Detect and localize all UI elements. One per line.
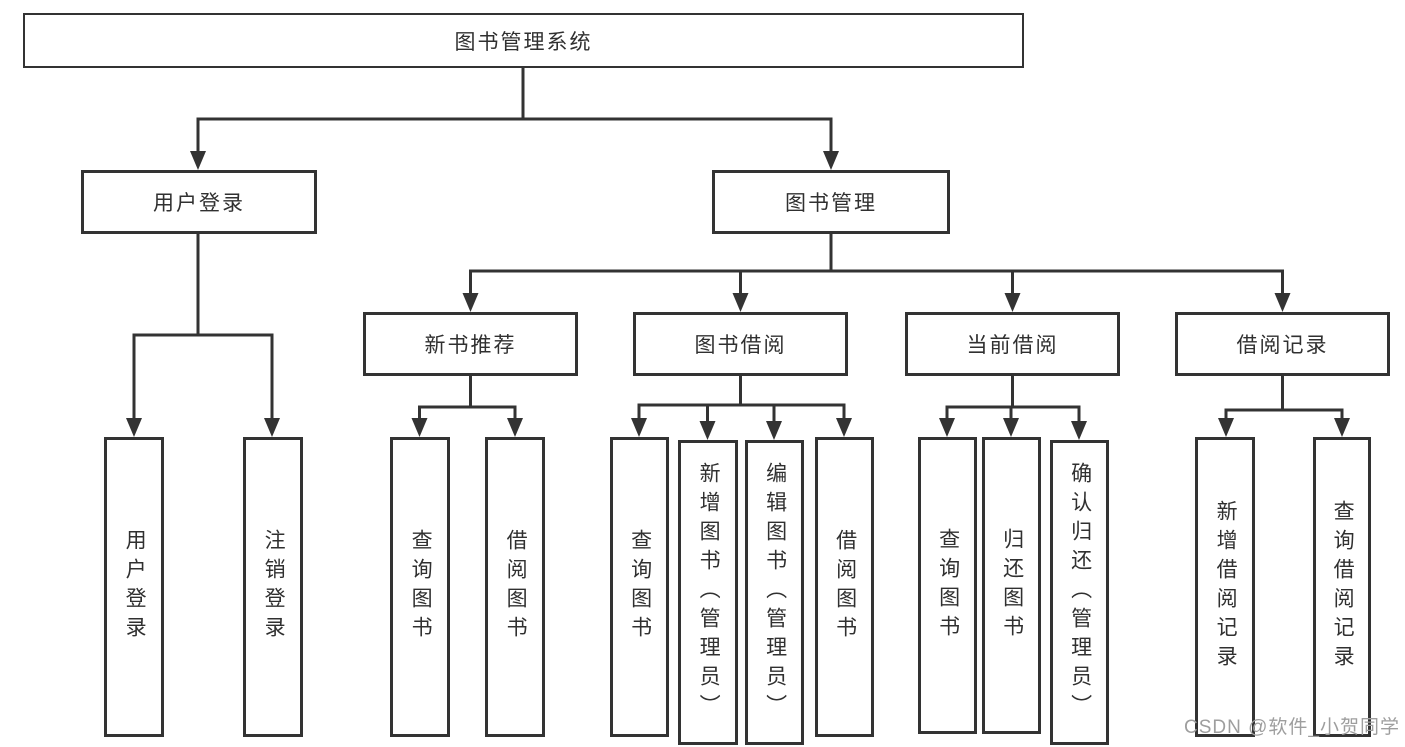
leaf-query-borrow-record: 查询借阅记录 (1313, 437, 1371, 737)
node-label: 新书推荐 (424, 334, 517, 357)
node-label: 归还图书 (1000, 527, 1024, 644)
leaf-return-books: 归还图书 (982, 437, 1041, 734)
node-label: 借阅记录 (1236, 334, 1329, 357)
node-label: 新增借阅记录 (1214, 500, 1238, 674)
node-label: 查询图书 (936, 527, 960, 644)
leaf-query-books: 查询图书 (390, 437, 450, 737)
leaf-user-login: 用户登录 (104, 437, 164, 737)
leaf-borrow-books: 借阅图书 (815, 437, 874, 737)
node-label: 注销登录 (262, 529, 286, 645)
node-user-login: 用户登录 (81, 170, 317, 234)
node-label: 借阅图书 (833, 529, 857, 645)
node-label: 查询图书 (409, 529, 433, 645)
node-label: 图书管理系统 (454, 30, 593, 54)
node-label: 确认归还（管理员） (1068, 462, 1092, 723)
leaf-borrow-books: 借阅图书 (485, 437, 545, 737)
node-label: 查询借阅记录 (1331, 500, 1355, 674)
leaf-add-borrow-record: 新增借阅记录 (1195, 437, 1255, 737)
node-book-management: 图书管理 (712, 170, 950, 234)
node-label: 新增图书（管理员） (697, 462, 721, 723)
node-label: 图书借阅 (694, 334, 787, 357)
csdn-watermark: CSDN @软件_小贺同学 (1184, 717, 1400, 738)
leaf-logout: 注销登录 (243, 437, 303, 737)
leaf-add-books-admin: 新增图书（管理员） (678, 440, 738, 745)
node-label: 查询图书 (628, 529, 652, 645)
leaf-edit-books-admin: 编辑图书（管理员） (745, 440, 804, 745)
node-book-management-system: 图书管理系统 (23, 13, 1024, 68)
node-label: 编辑图书（管理员） (763, 462, 787, 723)
node-borrowing-records: 借阅记录 (1175, 312, 1390, 376)
node-label: 当前借阅 (966, 334, 1059, 357)
leaf-query-books: 查询图书 (918, 437, 977, 734)
node-label: 用户登录 (153, 192, 245, 215)
node-book-borrowing: 图书借阅 (633, 312, 848, 376)
node-new-book-recommendation: 新书推荐 (363, 312, 578, 376)
node-label: 借阅图书 (504, 529, 528, 645)
node-label: 用户登录 (123, 529, 147, 645)
node-label: 图书管理 (785, 192, 877, 215)
node-current-borrowing: 当前借阅 (905, 312, 1120, 376)
arrowheads (126, 151, 1350, 440)
leaf-confirm-return-admin: 确认归还（管理员） (1050, 440, 1109, 745)
leaf-query-books: 查询图书 (610, 437, 669, 737)
